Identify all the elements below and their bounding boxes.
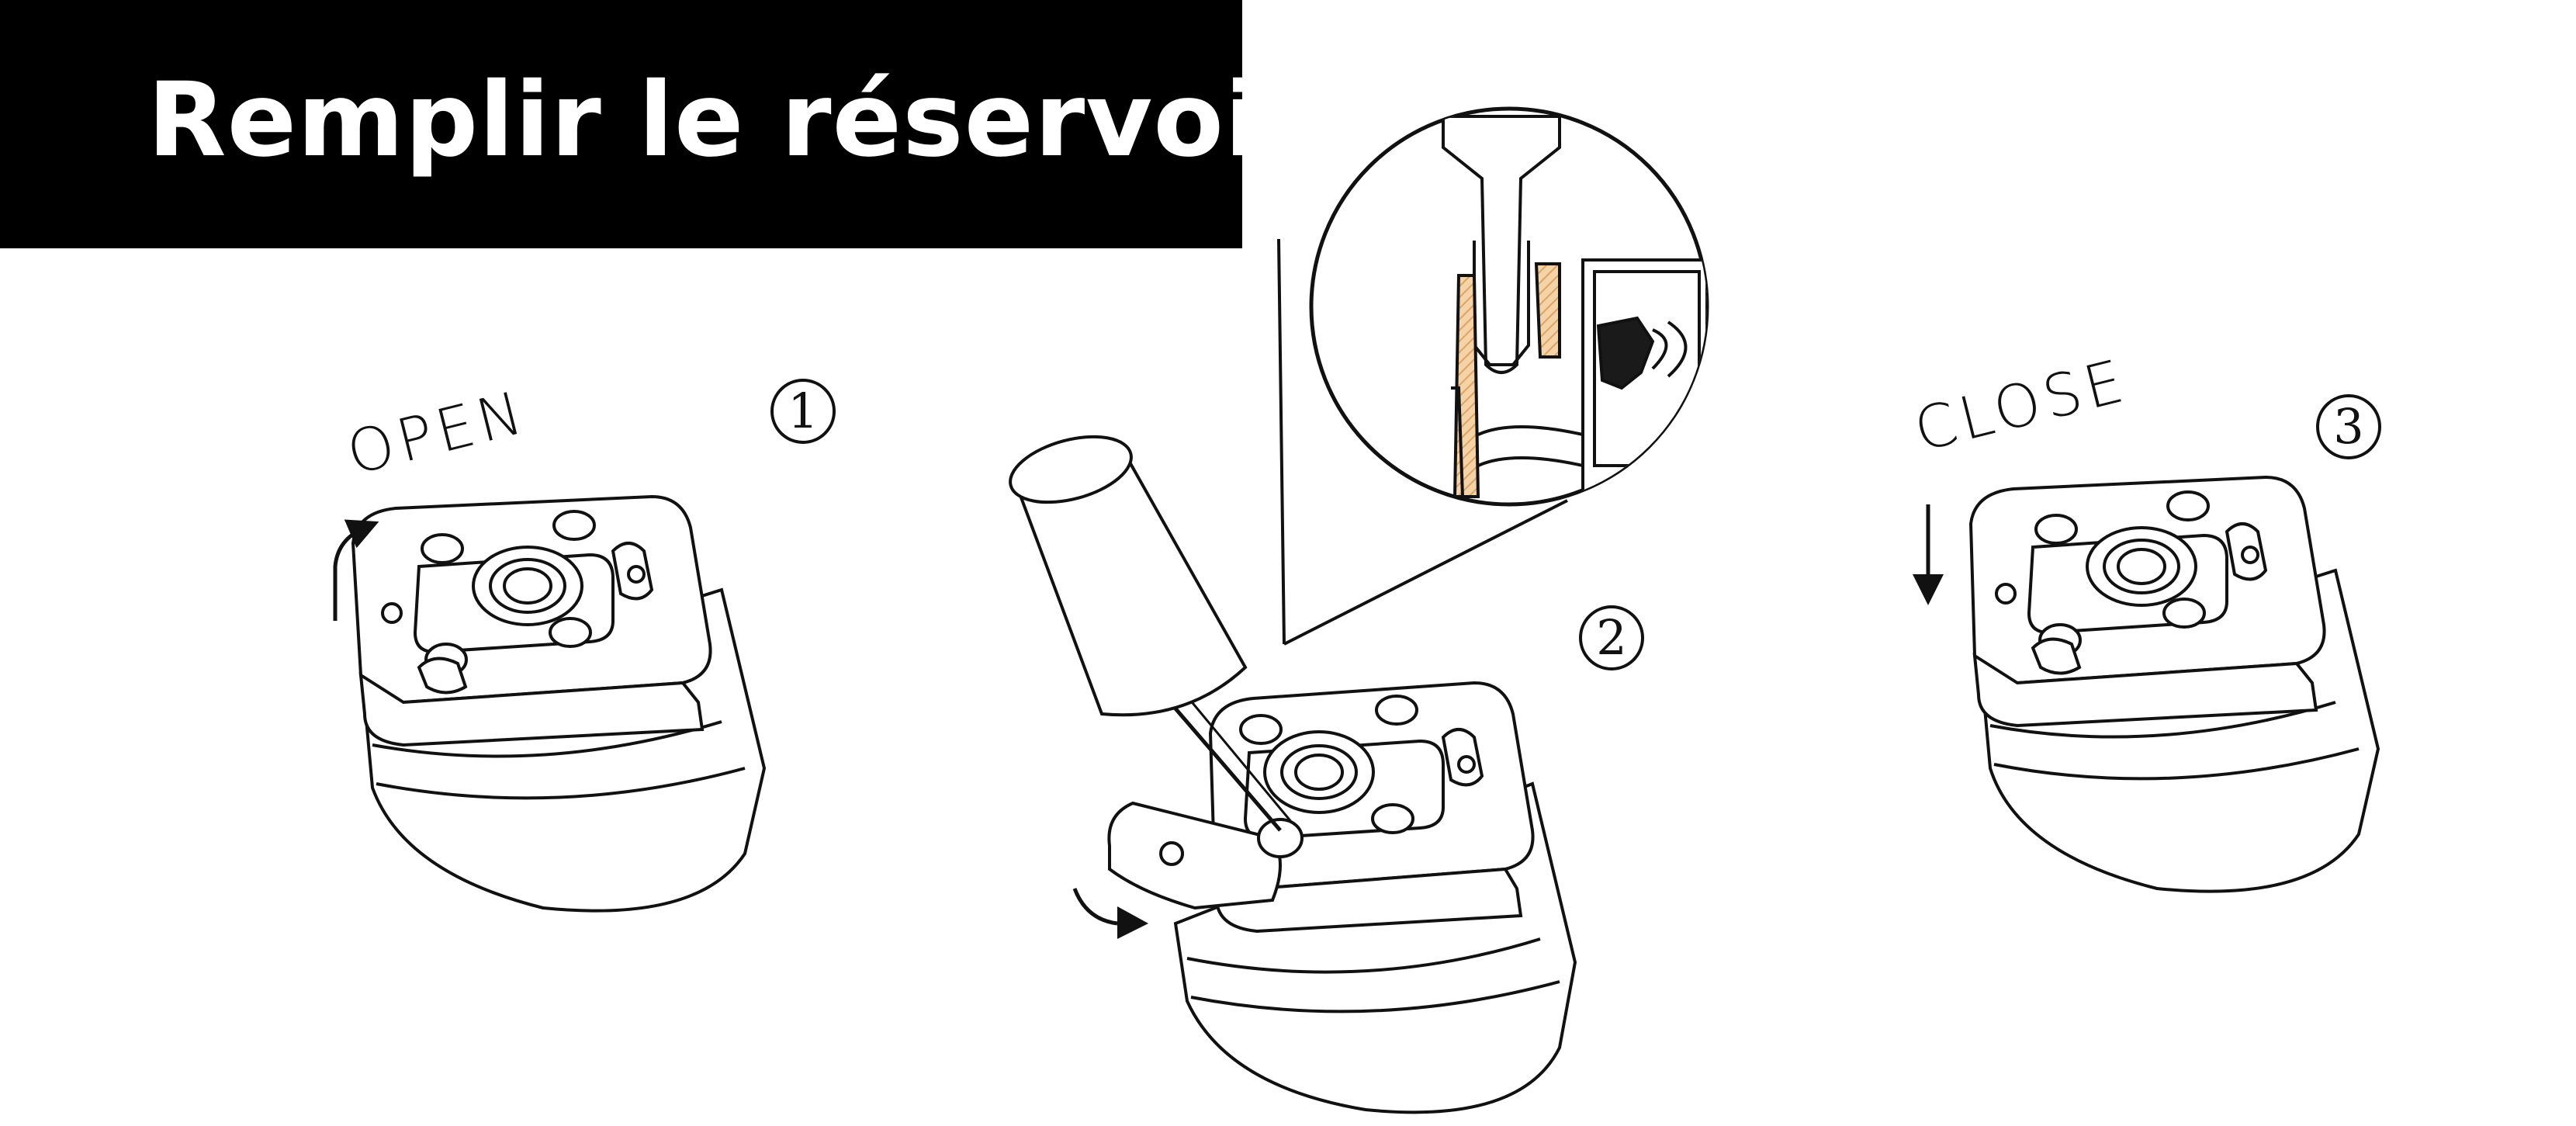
fill-arrow-head xyxy=(1117,906,1148,939)
zoom-hatch-right xyxy=(1534,262,1561,359)
title-banner: Remplir le réservoir xyxy=(0,0,1311,248)
pod-1 xyxy=(351,494,767,913)
zoom-hatch-left xyxy=(1452,274,1480,498)
zoom-plug xyxy=(1596,316,1655,390)
pod-3 xyxy=(1968,475,2380,893)
open-rotate-arrow xyxy=(333,519,379,621)
step-number-1: 1 xyxy=(770,379,836,444)
zoom-needle xyxy=(1442,115,1561,374)
page-title: Remplir le réservoir xyxy=(147,61,1312,180)
pod-2-open-flap xyxy=(1107,801,1282,910)
liquid-bottle xyxy=(1009,435,1293,832)
zoom-callout xyxy=(1277,106,1709,646)
pod-2 xyxy=(1107,681,1577,1114)
step-number-3: 3 xyxy=(2316,394,2381,459)
step-number-2: 2 xyxy=(1579,605,1644,670)
fill-rotate-arrow xyxy=(1072,888,1118,926)
